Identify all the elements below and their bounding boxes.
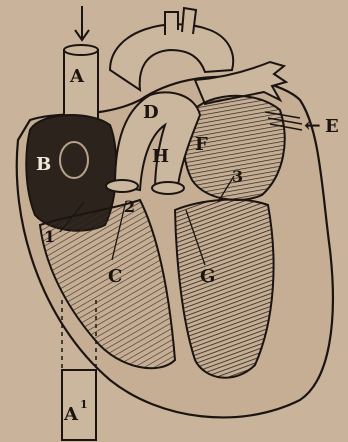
label-b: B [36,154,51,175]
aortic-valve [152,182,184,194]
label-g: G [200,266,215,287]
down-arrow-icon [75,6,89,40]
label-f: F [195,134,208,155]
vena-cava-opening [64,45,98,55]
label-a: A [69,66,85,87]
label-1: 1 [44,227,55,246]
label-c: C [108,266,122,287]
arch-branch-right [182,8,196,34]
label-3: 3 [232,167,243,186]
label-d: D [143,102,159,123]
label-a1: A [63,404,79,425]
label-h: H [152,146,169,167]
pulmonary-valve [106,180,138,192]
label-e-arrow: ← [304,113,321,137]
label-2: 2 [124,197,135,216]
label-e: E [325,116,339,137]
label-a1-superscript: 1 [80,398,88,411]
